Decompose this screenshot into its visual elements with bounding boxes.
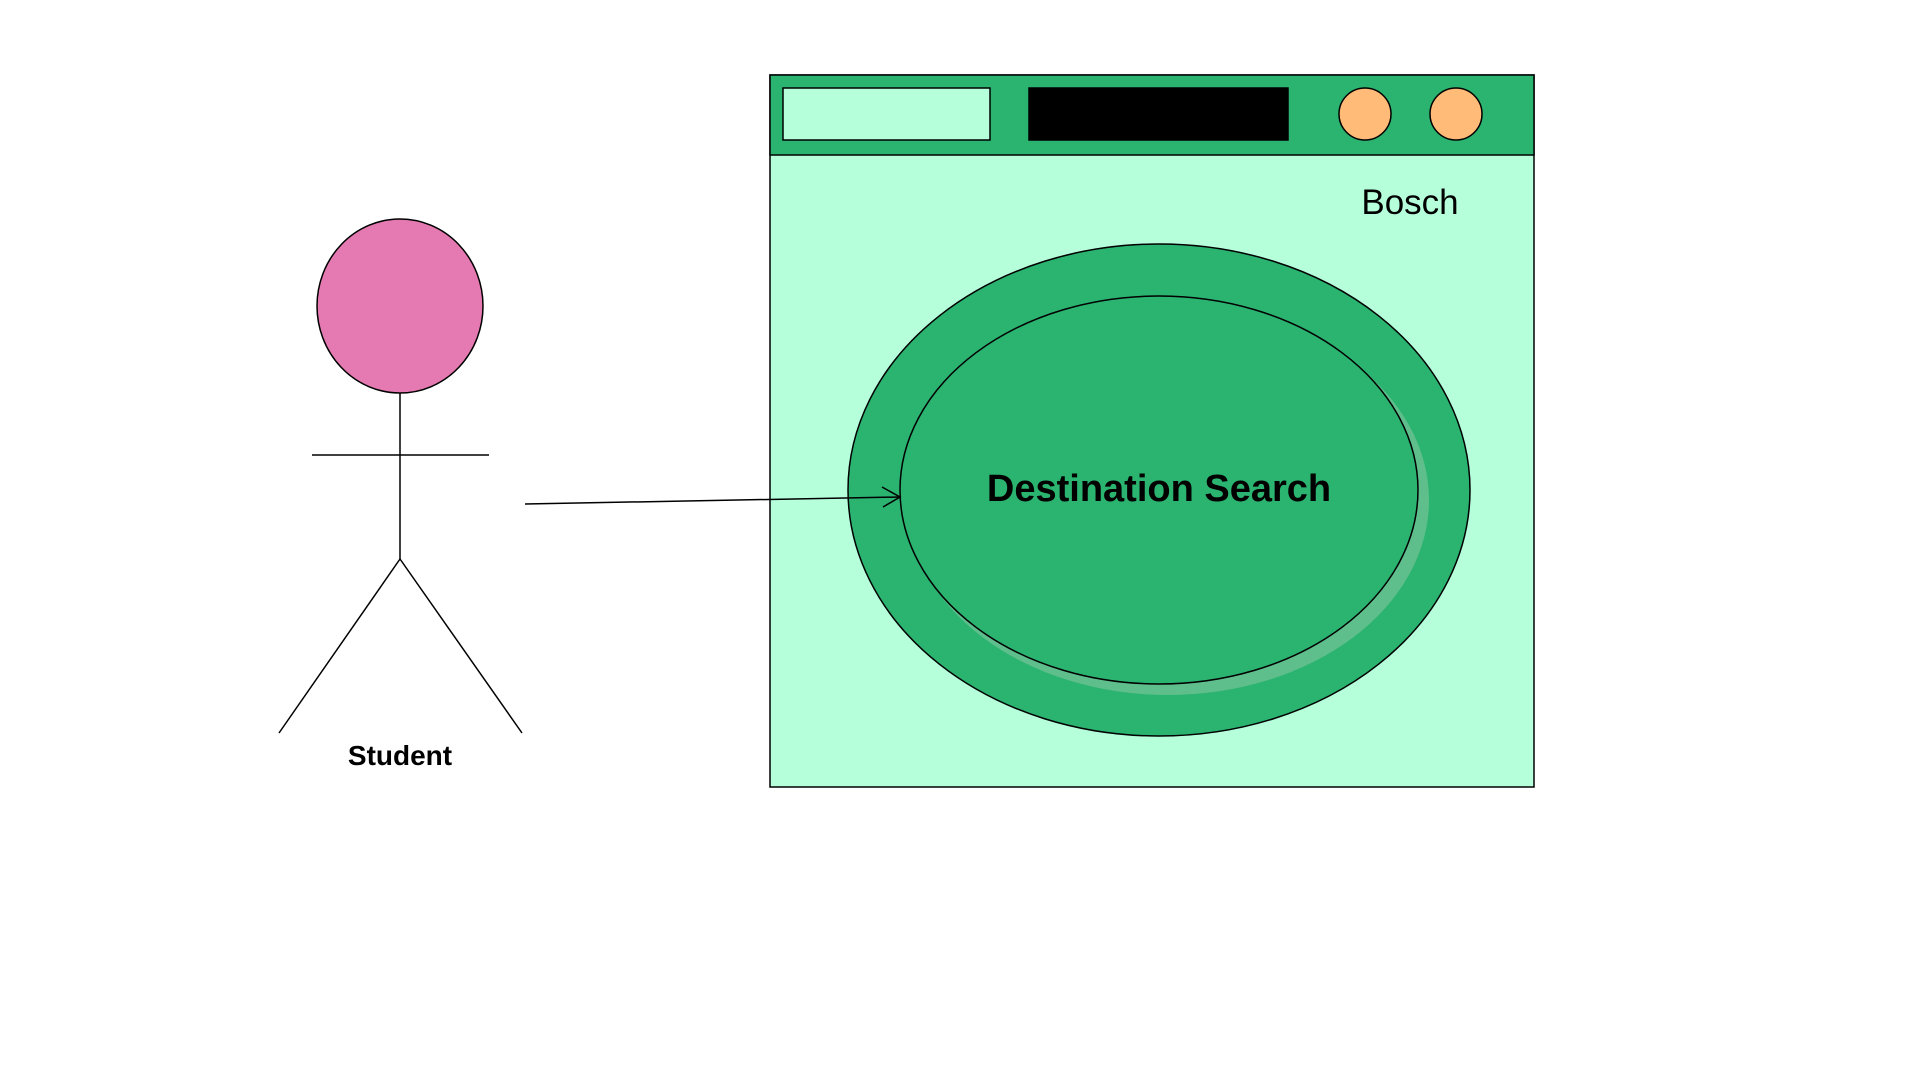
display-screen — [1028, 87, 1289, 141]
use-case-destination-search[interactable] — [899, 295, 1419, 685]
actor-left-leg — [278, 558, 401, 734]
control-knob-1[interactable] — [1338, 87, 1392, 141]
detergent-drawer[interactable] — [782, 87, 991, 141]
brand-label: Bosch — [1361, 183, 1458, 222]
control-knob-2[interactable] — [1429, 87, 1483, 141]
actor-label: Student — [348, 740, 452, 771]
actor-right-leg — [399, 558, 523, 734]
arrow-head — [881, 486, 902, 508]
association-arrow — [524, 486, 902, 508]
actor-student[interactable]: Student — [278, 218, 523, 771]
arrow-line — [524, 496, 901, 505]
use-case-label: Destination Search — [987, 468, 1331, 510]
actor-head — [316, 218, 484, 394]
washing-machine: Bosch Destination Search — [769, 74, 1535, 788]
